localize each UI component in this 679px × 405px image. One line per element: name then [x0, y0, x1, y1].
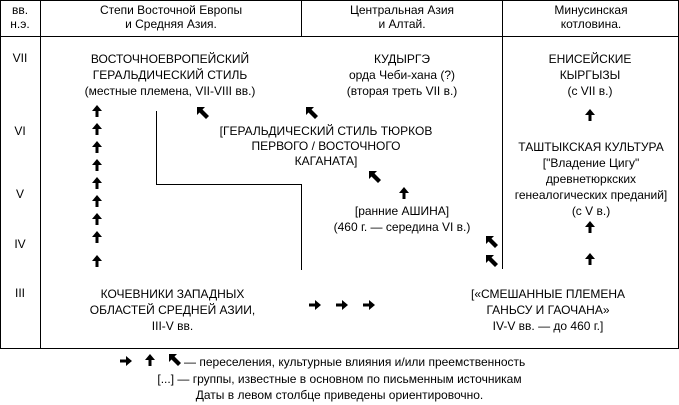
block-heraldic-turks-line2: ПЕРВОГО / ВОСТОЧНОГО	[251, 139, 401, 153]
header-divider	[0, 36, 679, 37]
block-mixed-line1: [«СМЕШАННЫЕ ПЛЕМЕНА	[470, 287, 625, 301]
boundary-europe-horizontal	[156, 184, 302, 185]
arrow-up-icon	[92, 105, 102, 117]
block-kudyrge-line1: КУДЫРГЭ	[373, 52, 431, 66]
legend-arrow-up-icon	[145, 354, 155, 369]
legend-arrow-upleft-icon	[169, 354, 181, 369]
boundary-minusinsk-vertical	[502, 37, 503, 269]
block-ashina-line1: [ранние АШИНА]	[354, 204, 450, 218]
arrow-up-icon	[92, 141, 102, 153]
arrow-upleft-icon	[197, 107, 209, 119]
century-v: V	[15, 187, 24, 201]
century-iii: III	[14, 286, 25, 300]
header-steppes-line1: Степи Восточной Европы	[99, 3, 243, 17]
header-steppes: Степи Восточной Европы и Средняя Азия.	[41, 3, 301, 31]
block-heraldic-turks-line3: КАГАНАТА]	[294, 154, 358, 168]
block-yenisei-line2: КЫРГЫЗЫ	[559, 68, 621, 82]
block-ashina-line2: (460 г. — середина VI в.)	[333, 220, 471, 234]
block-tashtyk-line5: (с V в.)	[571, 204, 611, 218]
table-border-left	[0, 0, 1, 349]
block-kudyrge-line2: орда Чеби-хана (?)	[348, 68, 456, 82]
column-divider-europe-center-top	[301, 0, 302, 37]
block-yenisei-line3: (с VII в.)	[567, 84, 613, 98]
block-mixed-line2: ГАНЬСУ И ГАОЧАНА»	[486, 303, 610, 317]
block-tashtyk-line3: древнетюркских	[545, 172, 637, 186]
legend-brackets-text: [...] — группы, известные в основном по …	[157, 372, 522, 386]
block-yenisei-line1: ЕНИСЕЙСКИЕ	[548, 52, 632, 66]
block-tashtyk-line1: ТАШТЫКСКАЯ КУЛЬТУРА	[518, 140, 664, 154]
block-tashtyk-line2: ["Владение Цигу"	[542, 156, 640, 170]
block-tashtyk-culture: ТАШТЫКСКАЯ КУЛЬТУРА ["Владение Цигу" дре…	[505, 139, 677, 219]
table-border-top	[0, 0, 679, 1]
arrow-up-icon	[92, 123, 102, 135]
block-western-nomads: КОЧЕВНИКИ ЗАПАДНЫХ ОБЛАСТЕЙ СРЕДНЕЙ АЗИИ…	[60, 286, 285, 334]
block-nomads-line3: III-V вв.	[151, 319, 194, 333]
header-steppes-line2: и Средняя Азия.	[125, 17, 217, 31]
column-divider-dates	[40, 0, 41, 349]
block-yenisei-kyrgyz: ЕНИСЕЙСКИЕ КЫРГЫЗЫ (с VII в.)	[505, 51, 675, 99]
block-eastern-european-line3: (местные племена, VII-VIII вв.)	[84, 84, 256, 98]
legend-arrow-right-icon	[120, 355, 132, 369]
header-dates-line1: вв.	[11, 3, 29, 17]
header-central-line1: Центральная Азия	[349, 3, 455, 17]
arrow-up-icon	[585, 221, 595, 233]
header-minusinsk-line1: Минусинская	[554, 3, 628, 17]
century-vii: VII	[12, 51, 28, 65]
block-nomads-line1: КОЧЕВНИКИ ЗАПАДНЫХ	[100, 287, 245, 301]
arrow-up-icon	[399, 187, 409, 199]
arrow-up-icon	[585, 109, 595, 121]
block-heraldic-turks: [ГЕРАЛЬДИЧЕСКИЙ СТИЛЬ ТЮРКОВ ПЕРВОГО / В…	[196, 124, 456, 169]
arrow-right-icon	[309, 300, 321, 310]
block-eastern-european-line2: ГЕРАЛЬДИЧЕСКИЙ СТИЛЬ	[92, 68, 248, 82]
boundary-europe-vertical	[156, 111, 157, 185]
arrow-right-icon	[363, 300, 375, 310]
arrow-upleft-icon	[306, 107, 318, 119]
arrow-up-icon	[92, 177, 102, 189]
header-minusinsk-line2: котловина.	[560, 17, 622, 31]
arrow-up-icon	[92, 255, 102, 267]
header-central-line2: и Алтай.	[378, 17, 426, 31]
header-dates: вв. н.э.	[0, 3, 40, 31]
block-nomads-line2: ОБЛАСТЕЙ СРЕДНЕЙ АЗИИ,	[89, 303, 256, 317]
block-kudyrge: КУДЫРГЭ орда Чеби-хана (?) (вторая треть…	[312, 51, 492, 99]
column-divider-center-minusinsk-top	[502, 0, 503, 37]
century-iv: IV	[14, 237, 26, 251]
block-kudyrge-line3: (вторая треть VII в.)	[346, 84, 458, 98]
boundary-center-vertical	[301, 184, 302, 270]
block-mixed-line3: IV-V вв. — до 460 г.]	[492, 319, 604, 333]
legend-arrows-text: — переселения, культурные влияния и/или …	[184, 354, 526, 369]
block-eastern-european-line1: ВОСТОЧНОЕВРОПЕЙСКИЙ	[90, 52, 250, 66]
block-early-ashina: [ранние АШИНА] (460 г. — середина VI в.)	[312, 203, 492, 235]
block-heraldic-turks-line1: [ГЕРАЛЬДИЧЕСКИЙ СТИЛЬ ТЮРКОВ	[219, 124, 433, 138]
arrow-upleft-icon	[486, 255, 498, 267]
arrow-upleft-icon	[486, 236, 498, 248]
arrow-up-icon	[92, 213, 102, 225]
header-central-asia: Центральная Азия и Алтай.	[302, 3, 502, 31]
header-minusinsk: Минусинская котловина.	[503, 3, 679, 31]
arrow-up-icon	[92, 231, 102, 243]
legend-arrows: — переселения, культурные влияния и/или …	[120, 354, 526, 369]
block-mixed-tribes: [«СМЕШАННЫЕ ПЛЕМЕНА ГАНЬСУ И ГАОЧАНА» IV…	[428, 286, 668, 334]
arrow-up-icon	[585, 253, 595, 265]
header-dates-line2: н.э.	[10, 17, 30, 31]
century-vi: VI	[14, 124, 26, 138]
arrow-up-icon	[92, 195, 102, 207]
block-eastern-european-heraldic: ВОСТОЧНОЕВРОПЕЙСКИЙ ГЕРАЛЬДИЧЕСКИЙ СТИЛЬ…	[60, 51, 280, 99]
arrow-upleft-icon	[369, 171, 381, 183]
legend-dates-text: Даты в левом столбце приведены ориентиро…	[195, 388, 484, 402]
arrow-right-icon	[336, 300, 348, 310]
block-tashtyk-line4: генеалогических преданий]	[514, 188, 668, 202]
arrow-up-icon	[92, 159, 102, 171]
table-border-bottom	[0, 348, 679, 349]
